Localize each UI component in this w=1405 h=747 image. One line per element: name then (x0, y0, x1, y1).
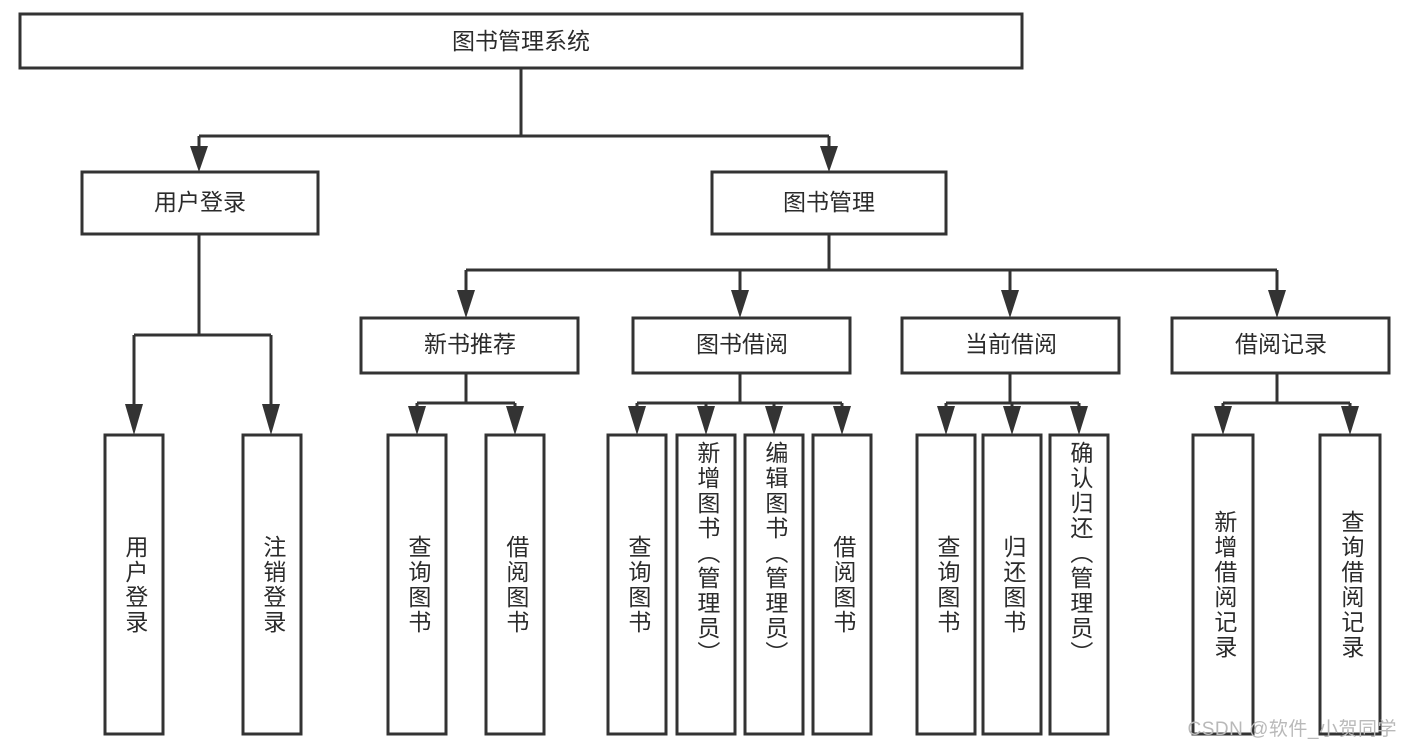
connector-group-user-login-to-leaves (125, 234, 280, 435)
arrow-head-br-leaf2 (1341, 406, 1359, 435)
node-user-login[interactable]: 用户登录 (80, 170, 320, 236)
node-borrow-record[interactable]: 借阅记录 (1170, 316, 1391, 375)
connector-group-current-borrow-to-leaves (937, 373, 1088, 435)
node-borrow-record-box[interactable] (1170, 316, 1391, 375)
arrow-head-bb-leaf4 (833, 406, 851, 435)
arrow-head-user-login (190, 146, 208, 172)
leaf-box-user-login[interactable] (103, 433, 165, 736)
arrow-head-book-mgmt (820, 146, 838, 172)
node-new-book-recommend[interactable]: 新书推荐 (359, 316, 580, 375)
node-root-label: 图书管理系统 (452, 28, 590, 54)
leaf-box-cb-confirm-return[interactable] (1048, 433, 1110, 736)
leaf-box-bb-query-book[interactable] (606, 433, 668, 736)
arrow-head-cb-leaf2 (1003, 406, 1021, 435)
connector-group-root-to-level2 (190, 68, 838, 172)
node-current-borrow-box[interactable] (900, 316, 1121, 375)
leaf-boxes-user-login (103, 433, 303, 736)
arrow-head-cb-leaf3 (1070, 406, 1088, 435)
node-root-box[interactable] (18, 12, 1024, 70)
node-book-management[interactable]: 图书管理 (710, 170, 948, 236)
leaf-box-br-query-record[interactable] (1318, 433, 1382, 736)
leaf-box-bb-edit-book[interactable] (743, 433, 805, 736)
arrow-head-leaf-logout (262, 404, 280, 435)
node-new-book-recommend-label: 新书推荐 (424, 331, 516, 357)
leaf-box-nb-query-book[interactable] (386, 433, 448, 736)
arrow-head-borrow-record (1268, 290, 1286, 318)
leaf-box-logout[interactable] (241, 433, 303, 736)
leaf-box-bb-borrow-book[interactable] (811, 433, 873, 736)
connector-group-book-borrow-to-leaves (628, 373, 851, 435)
arrow-head-leaf-user-login (125, 404, 143, 435)
arrow-head-current-borrow (1001, 290, 1019, 318)
node-current-borrow[interactable]: 当前借阅 (900, 316, 1121, 375)
leaf-box-cb-return-book[interactable] (981, 433, 1043, 736)
node-new-book-recommend-box[interactable] (359, 316, 580, 375)
node-current-borrow-label: 当前借阅 (965, 331, 1057, 357)
leaf-boxes-book-borrow (606, 433, 873, 736)
leaf-boxes-new-book-recommend (386, 433, 546, 736)
connector-group-book-mgmt-to-level3 (457, 234, 1286, 318)
node-book-borrow-box[interactable] (631, 316, 852, 375)
arrow-head-cb-leaf1 (937, 406, 955, 435)
leaf-box-cb-query-book[interactable] (915, 433, 977, 736)
arrow-head-bb-leaf3 (765, 406, 783, 435)
arrow-head-nb-leaf2 (506, 406, 524, 435)
node-borrow-record-label: 借阅记录 (1235, 331, 1327, 357)
node-root[interactable]: 图书管理系统 (18, 12, 1024, 70)
arrow-head-bb-leaf1 (628, 406, 646, 435)
leaf-boxes-current-borrow (915, 433, 1110, 736)
connector-group-borrow-record-to-leaves (1214, 373, 1359, 435)
node-user-login-box[interactable] (80, 170, 320, 236)
leaf-boxes-borrow-record (1191, 433, 1382, 736)
arrow-head-book-borrow (731, 290, 749, 318)
connector-group-new-book-to-leaves (408, 373, 524, 435)
leaf-box-br-add-record[interactable] (1191, 433, 1255, 736)
node-book-management-box[interactable] (710, 170, 948, 236)
node-book-management-label: 图书管理 (783, 189, 875, 215)
arrow-head-nb-leaf1 (408, 406, 426, 435)
watermark-text: CSDN @软件_小贺同学 (1187, 719, 1397, 740)
leaf-box-bb-add-book[interactable] (675, 433, 737, 736)
arrow-head-bb-leaf2 (697, 406, 715, 435)
node-book-borrow-label: 图书借阅 (696, 331, 788, 357)
arrow-head-br-leaf1 (1214, 406, 1232, 435)
leaf-box-nb-borrow-book[interactable] (484, 433, 546, 736)
arrow-head-new-book-recommend (457, 290, 475, 318)
node-user-login-label: 用户登录 (154, 189, 246, 215)
node-book-borrow[interactable]: 图书借阅 (631, 316, 852, 375)
